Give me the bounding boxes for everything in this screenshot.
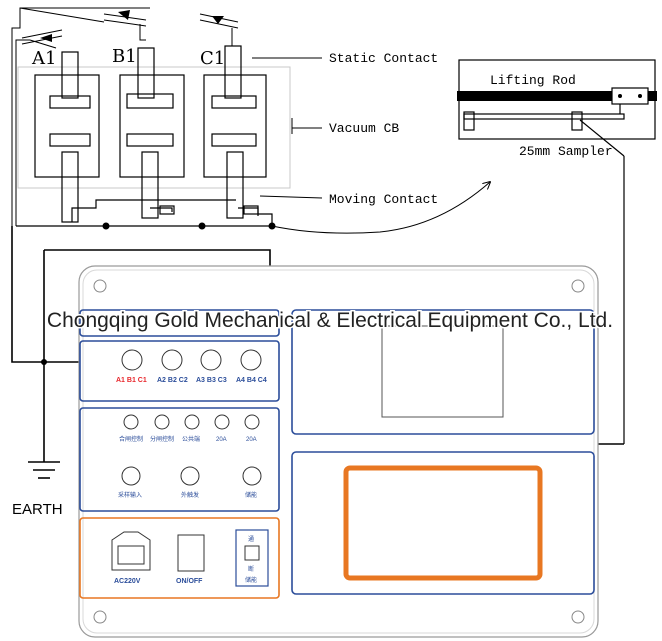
port-label-1: A1 B1 C1 [116, 377, 147, 384]
energy-switch-label: 储能 [245, 576, 257, 584]
instrument-panel: A1 B1 C1 A2 B2 C2 A3 B3 C3 A4 B4 C4 合闸控制… [78, 265, 599, 638]
energy-storage-port [242, 466, 262, 486]
moving-contact-bus [16, 199, 273, 227]
input-label-1: 采样输入 [118, 491, 142, 499]
phase-c-moving-contact [211, 133, 257, 147]
watermark: Chongqing Gold Mechanical & Electrical E… [47, 309, 613, 332]
input-label-3: 储能 [245, 491, 257, 499]
phase-a-moving-contact [49, 133, 91, 147]
power-switch [177, 534, 205, 572]
energy-switch-bottom: 断 [248, 565, 254, 573]
phase-a-static-contact [49, 95, 91, 109]
control-label-1: 合闸控制 [119, 435, 143, 443]
phase-a [34, 51, 100, 223]
port-label-4: A4 B4 C4 [236, 377, 267, 384]
lcd-display [381, 325, 504, 418]
port-a3b3c3 [200, 349, 222, 371]
phase-b [119, 47, 185, 219]
lifting-rod-bar [457, 91, 657, 101]
energy-switch-top: 通 [248, 535, 254, 543]
phase-c-static-contact [211, 95, 257, 109]
phase-c-moving-rod [226, 151, 244, 219]
control-label-3: 公共端 [182, 435, 200, 443]
phase-c-static-rod [224, 45, 242, 99]
sampler-label: 25mm Sampler [519, 144, 613, 159]
static-contact-label: Static Contact [329, 51, 438, 66]
port-a2b2c2 [161, 349, 183, 371]
lifting-rod-group [457, 59, 657, 444]
phase-a-label: A1 [31, 48, 56, 69]
phase-a-moving-rod [61, 151, 79, 223]
energy-switch-toggle [244, 545, 260, 561]
phase-a-chamber [34, 74, 100, 178]
phase-b-label: B1 [112, 46, 137, 67]
curved-callout [271, 182, 490, 234]
earth-symbol [28, 461, 60, 479]
earth-junction [41, 359, 47, 365]
lifting-rod-clamp [611, 87, 649, 105]
control-label-4: 20A [216, 437, 227, 443]
input-label-2: 外触发 [181, 491, 199, 499]
junction-dots [102, 222, 276, 230]
control-terminals [123, 414, 260, 430]
phase-b-moving-rod [141, 151, 159, 219]
power-label: AC220V [114, 578, 141, 585]
external-trigger-port [180, 466, 200, 486]
vacuum-cb-group: A1 B1 C1 [11, 7, 323, 230]
phase-a-static-rod [61, 51, 79, 99]
control-label-2: 分闸控制 [150, 435, 174, 443]
clip-heads [40, 10, 224, 42]
phase-b-chamber [119, 74, 185, 178]
phase-b-static-rod [137, 47, 155, 99]
earth-label: EARTH [12, 501, 63, 518]
panel-screws [93, 279, 585, 624]
sampler-input-port [121, 466, 141, 486]
vacuum-cb-label: Vacuum CB [329, 121, 399, 136]
phase-c-chamber [203, 74, 267, 178]
panel-sections [79, 309, 595, 595]
moving-contact-label: Moving Contact [329, 192, 438, 207]
port-label-3: A3 B3 C3 [196, 377, 227, 384]
port-label-2: A2 B2 C2 [157, 377, 188, 384]
port-a1b1c1 [121, 349, 143, 371]
input-terminals [121, 466, 262, 486]
ct-ports [121, 349, 262, 371]
phase-b-static-contact [126, 93, 174, 109]
switch-label: ON/OFF [176, 578, 203, 585]
phase-c [203, 45, 267, 219]
callouts [252, 57, 323, 199]
power-socket [111, 531, 151, 571]
control-label-5: 20A [246, 437, 257, 443]
power-section [79, 517, 280, 599]
energy-switch-frame [235, 529, 269, 587]
port-a4b4c4 [240, 349, 262, 371]
sampler-rod [463, 104, 625, 444]
phase-c-label: C1 [200, 48, 225, 69]
phase-b-moving-contact [126, 133, 174, 147]
printer-window [343, 465, 543, 581]
lifting-rod-label: Lifting Rod [490, 73, 576, 88]
